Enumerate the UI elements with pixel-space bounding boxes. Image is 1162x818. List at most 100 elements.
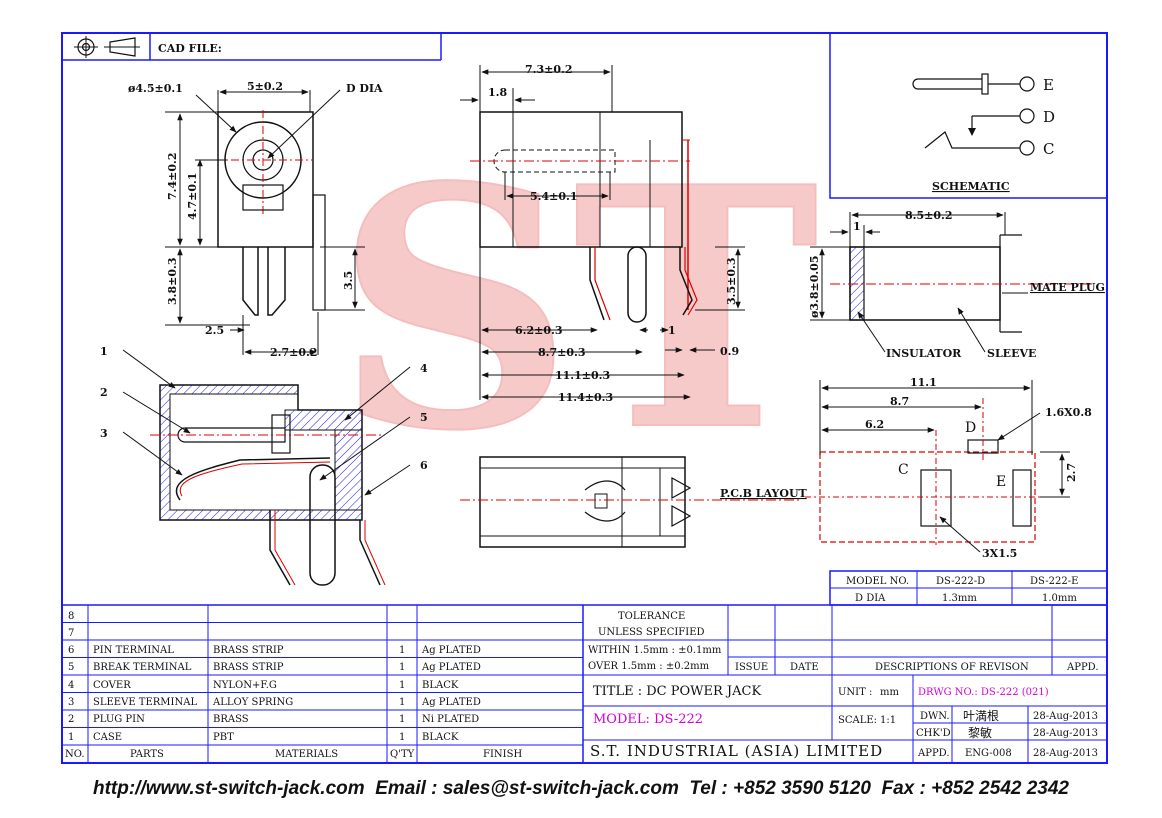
appd-date: 28-Aug-2013	[1033, 748, 1098, 759]
schematic-pin-e: E	[1043, 76, 1054, 94]
svg-text:1: 1	[399, 732, 405, 743]
projection-symbol-icon	[74, 36, 140, 58]
model-table-h1: MODEL NO.	[846, 576, 909, 587]
front-view: ø4.5±0.1 5±0.2 D DIA 7.4±0.2 4.7±0.1 3.8…	[128, 80, 383, 359]
plug-dim-1: 1	[853, 220, 861, 233]
svg-text:7: 7	[68, 628, 74, 639]
svg-text:1: 1	[399, 662, 405, 673]
dim-front-height: 7.4±0.2	[166, 153, 179, 201]
rev-desc: DESCRIPTIONS OF REVISON	[875, 662, 1029, 673]
svg-text:BRASS: BRASS	[213, 714, 249, 725]
model-table-h2: DS-222-D	[936, 576, 985, 587]
dwn-date: 28-Aug-2013	[1033, 711, 1098, 722]
model-table-r1: D DIA	[855, 593, 886, 604]
tolerance-unless: UNLESS SPECIFIED	[598, 627, 705, 638]
svg-text:PIN TERMINAL: PIN TERMINAL	[93, 645, 174, 656]
bom-row: 7	[68, 628, 74, 639]
bom-row: 5 BREAK TERMINAL BRASS STRIP 1 Ag PLATED	[68, 662, 481, 673]
svg-text:ALLOY SPRING: ALLOY SPRING	[212, 697, 293, 708]
tolerance-title: TOLERANCE	[618, 611, 685, 622]
svg-text:5: 5	[68, 662, 74, 673]
tolerance-over: OVER 1.5mm : ±0.2mm	[588, 661, 710, 672]
tolerance-within: WITHIN 1.5mm : ±0.1mm	[588, 645, 722, 656]
svg-text:4: 4	[68, 680, 74, 691]
plug-insulator-label: INSULATOR	[886, 347, 962, 360]
svg-text:1: 1	[399, 680, 405, 691]
section-num-1: 1	[100, 345, 108, 358]
section-view: 1 2 3 4 5 6	[100, 345, 428, 586]
pcb-dim-27: 2.7	[1065, 463, 1078, 482]
svg-text:NYLON+F.G: NYLON+F.G	[213, 680, 277, 691]
svg-text:BLACK: BLACK	[422, 680, 459, 691]
svg-text:MATERIALS: MATERIALS	[275, 749, 338, 760]
svg-text:NO.: NO.	[65, 749, 85, 760]
schematic-pin-c: C	[1043, 140, 1054, 158]
dim-front-25: 2.5	[205, 324, 224, 337]
dim-side-35: 3.5±0.3	[725, 258, 738, 306]
title-block	[62, 604, 1107, 763]
dim-side-111: 11.1±0.3	[555, 369, 610, 382]
svg-text:BLACK: BLACK	[422, 732, 459, 743]
svg-text:BREAK TERMINAL: BREAK TERMINAL	[93, 662, 192, 673]
model-table-r2: 1.3mm	[942, 593, 977, 604]
svg-text:Ag PLATED: Ag PLATED	[421, 662, 481, 673]
svg-text:ST: ST	[335, 115, 819, 503]
bom-row: 8	[68, 611, 74, 622]
pcb-layout-label: P.C.B LAYOUT	[720, 487, 808, 500]
contact-footer: http://www.st-switch-jack.com Email : sa…	[92, 778, 1069, 799]
chkd-name: 黎敏	[968, 725, 992, 740]
svg-text:Ni PLATED: Ni PLATED	[422, 714, 479, 725]
cad-file-label: CAD FILE:	[158, 42, 222, 55]
section-num-2: 2	[100, 386, 108, 399]
svg-text:FINISH: FINISH	[483, 749, 522, 760]
scale-label: SCALE:	[838, 715, 877, 726]
model-name: MODEL: DS-222	[593, 712, 703, 727]
dim-side-18: 1.8	[488, 86, 507, 99]
bom-row: 6 PIN TERMINAL BRASS STRIP 1 Ag PLATED	[68, 645, 481, 656]
svg-text:1: 1	[68, 732, 74, 743]
svg-text:2: 2	[68, 714, 74, 725]
appd-name: ENG-008	[965, 748, 1012, 759]
model-table-r3: 1.0mm	[1042, 593, 1077, 604]
dim-front-width: 5±0.2	[247, 80, 283, 93]
svg-text:BRASS STRIP: BRASS STRIP	[213, 645, 284, 656]
pcb-dim-111: 11.1	[910, 376, 937, 389]
plug-dim-dia: ø3.8±0.05	[808, 256, 821, 318]
plug-sleeve-label: SLEEVE	[987, 347, 1036, 360]
svg-text:3: 3	[68, 697, 74, 708]
pcb-pad-d: D	[965, 420, 976, 436]
chkd-label: CHK'D	[916, 728, 951, 739]
drawing-number: DRWG NO.: DS-222 (021)	[918, 687, 1049, 698]
dim-front-center: 4.7±0.1	[186, 173, 199, 221]
svg-text:Ag PLATED: Ag PLATED	[421, 645, 481, 656]
rev-date: DATE	[790, 662, 819, 673]
dim-front-pin-len: 3.8±0.3	[166, 258, 179, 306]
scale-value: 1:1	[880, 715, 896, 726]
drawing-title: TITLE : DC POWER JACK	[593, 684, 761, 699]
side-view: 7.3±0.2 1.8 5.4±0.1 3.5±0.3 6.2±0.3 1 8.…	[460, 63, 745, 404]
pcb-dim-3x15: 3X1.5	[982, 547, 1017, 560]
dim-front-ddia: D DIA	[346, 82, 383, 95]
svg-text:SLEEVE TERMINAL: SLEEVE TERMINAL	[93, 697, 197, 708]
bom-table: 8 7 6 PIN TERMINAL BRASS STRIP 1 Ag PLAT…	[65, 611, 522, 760]
schematic-pin-d: D	[1043, 108, 1055, 126]
svg-text:CASE: CASE	[93, 732, 122, 743]
unit-label: UNIT :	[838, 687, 872, 698]
bom-row: 4 COVER NYLON+F.G 1 BLACK	[68, 680, 459, 691]
svg-text:6: 6	[68, 645, 74, 656]
bom-row: 3 SLEEVE TERMINAL ALLOY SPRING 1 Ag PLAT…	[68, 697, 481, 708]
bom-header: NO. PARTS MATERIALS Q'TY FINISH	[65, 749, 522, 760]
svg-text:1: 1	[399, 645, 405, 656]
dim-side-54: 5.4±0.1	[530, 190, 578, 203]
schematic-title: SCHEMATIC	[932, 180, 1010, 193]
model-table-h3: DS-222-E	[1030, 576, 1078, 587]
svg-text:Ag PLATED: Ag PLATED	[421, 697, 481, 708]
chkd-date: 28-Aug-2013	[1033, 728, 1098, 739]
pcb-dim-87: 8.7	[890, 395, 909, 408]
svg-text:PARTS: PARTS	[130, 749, 164, 760]
svg-text:Q'TY: Q'TY	[390, 749, 415, 760]
dim-side-09: 0.9	[720, 345, 739, 358]
dim-front-27: 2.7±0.2	[270, 346, 318, 359]
dim-side-62: 6.2±0.3	[515, 324, 563, 337]
